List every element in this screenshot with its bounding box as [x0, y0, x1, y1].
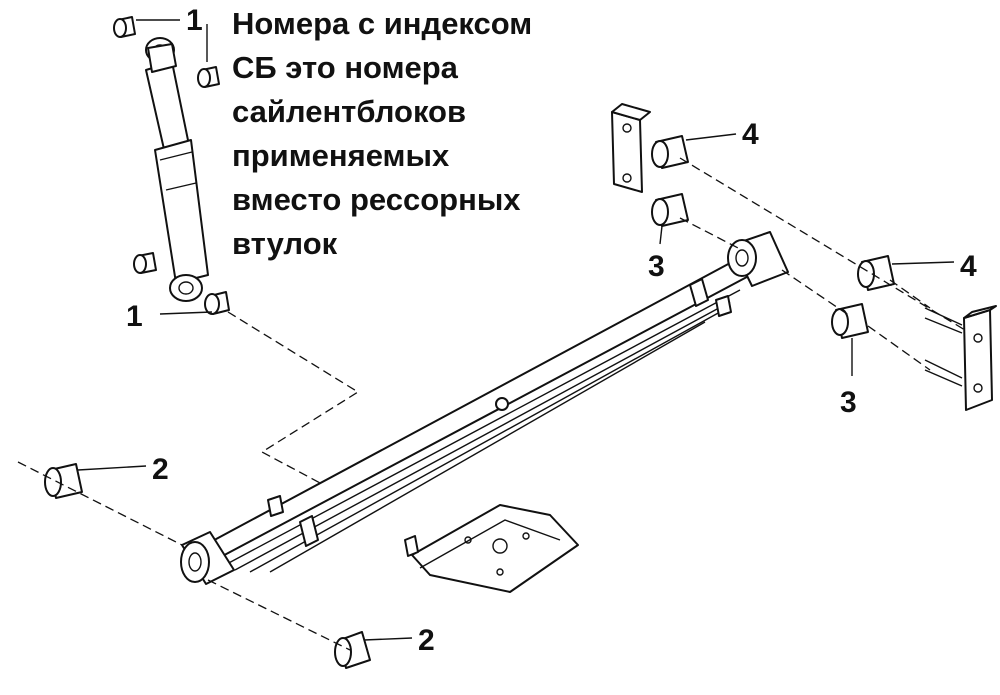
callout-label: 4 — [742, 118, 759, 151]
callout-label: 1 — [186, 4, 203, 37]
callout-label: 3 — [648, 250, 665, 283]
callout-1-top: 1 — [136, 4, 208, 62]
bushing — [113, 16, 136, 38]
bushing — [857, 255, 895, 291]
callout-3-right: 3 — [840, 338, 857, 419]
bushing — [204, 291, 230, 315]
callout-4-right: 4 — [891, 250, 977, 283]
callout-label: 4 — [960, 250, 977, 283]
bushing — [831, 303, 869, 339]
caption-line: втулок — [232, 226, 338, 261]
caption-note: Номера с индексом СБ это номера сайлентб… — [232, 2, 532, 266]
callout-label: 2 — [152, 453, 169, 486]
callout-1-bottom: 1 — [126, 300, 213, 333]
bushing — [651, 193, 689, 227]
caption-line: применяемых — [232, 138, 450, 173]
bushing — [197, 66, 220, 88]
bushing — [133, 252, 157, 274]
caption-line: вместо рессорных — [232, 182, 521, 217]
callout-3-left: 3 — [648, 225, 665, 283]
callout-label: 3 — [840, 386, 857, 419]
callout-label: 2 — [418, 624, 435, 657]
callout-4-top: 4 — [685, 118, 759, 151]
shock-absorber — [145, 37, 209, 302]
caption-line: СБ это номера — [232, 50, 458, 85]
rear-shackle — [611, 103, 997, 411]
callout-2-left: 2 — [77, 453, 169, 486]
leaf-spring — [180, 231, 789, 585]
bushing — [651, 135, 689, 169]
assembly-lines — [17, 157, 966, 651]
callout-2-bottom: 2 — [363, 624, 435, 657]
bushing — [44, 463, 83, 499]
bushing — [334, 631, 371, 669]
spring-seat-plate — [404, 504, 579, 593]
caption-line: сайлентблоков — [232, 94, 467, 129]
callout-label: 1 — [126, 300, 143, 333]
caption-line: Номера с индексом — [232, 6, 533, 41]
